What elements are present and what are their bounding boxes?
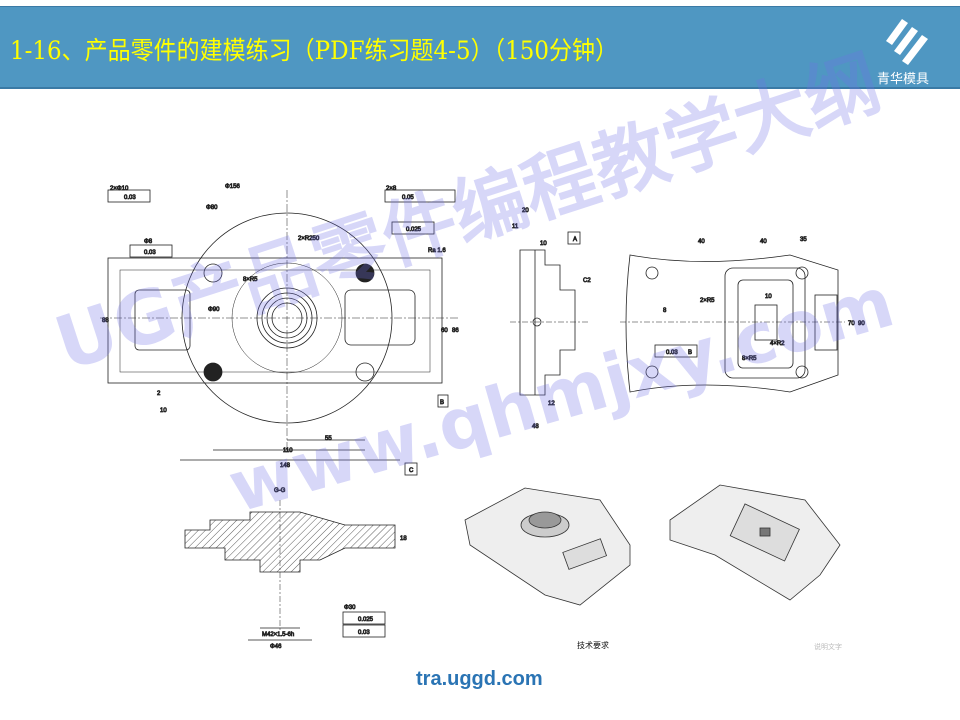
dim-tol-pos: 0.03 — [124, 195, 136, 201]
dim-tol-pos2: 0.05 — [402, 195, 414, 201]
right-dim-90: 90 — [858, 321, 865, 327]
right-r2: 4×R2 — [770, 341, 785, 347]
side-dim-48: 48 — [532, 424, 539, 430]
logo-text: 青华模具 — [876, 72, 929, 87]
right-dim-40a: 40 — [698, 239, 705, 245]
right-dim-40b: 40 — [760, 239, 767, 245]
faint-caption: 说明文字 — [814, 643, 842, 651]
dim-perp: 0.025 — [406, 227, 422, 233]
dim-10: 10 — [160, 408, 167, 414]
dim-outer-dia: Φ156 — [225, 184, 240, 190]
side-dim-20: 20 — [522, 208, 529, 214]
dim-phi8: Φ8 — [144, 239, 153, 245]
main-view: 2×Φ10 0.03 Φ156 Φ80 Φ90 8×R5 2×8 0.05 0.… — [100, 184, 460, 476]
dim-60: 60 — [441, 328, 448, 334]
side-view: 20 11 10 A C2 12 48 — [510, 208, 592, 430]
dim-148: 148 — [280, 463, 291, 469]
dim-sym: 0.03 — [144, 250, 156, 256]
dim-88: 88 — [102, 318, 109, 324]
footer-site-link[interactable]: tra.uggd.com — [416, 668, 543, 690]
right-view: 40 40 35 2×R5 4×R2 8×R5 10 90 70 0.03 B … — [620, 237, 866, 393]
datum-c: C — [409, 468, 414, 474]
dim-110: 110 — [283, 448, 293, 454]
title-bar: 1-16、产品零件的建模练习（PDF练习题4-5）（150分钟） 青华模具 — [0, 6, 960, 89]
dim-radius: 2×R250 — [298, 236, 320, 242]
side-dim-10: 10 — [540, 241, 547, 247]
technical-requirements-caption: 技术要求 — [577, 641, 609, 650]
side-dim-11: 11 — [512, 224, 519, 230]
side-datum-a: A — [573, 237, 577, 243]
right-datum: B — [688, 350, 692, 356]
slide-title: 1-16、产品零件的建模练习（PDF练习题4-5）（150分钟） — [10, 36, 618, 65]
section-d46: Φ46 — [270, 644, 282, 650]
side-c2: C2 — [583, 278, 591, 284]
section-title: G-G — [274, 488, 286, 494]
render-3d-front — [464, 487, 631, 606]
roughness: Ra 1.6 — [428, 248, 446, 254]
right-dim-8: 8 — [663, 308, 667, 314]
logo-stripes-icon — [886, 19, 928, 65]
right-dim-35: 35 — [800, 237, 807, 243]
dim-inner-dia: Φ90 — [208, 307, 220, 313]
dim-hole-pos: 2×Φ10 — [110, 186, 129, 192]
dim-86: 86 — [452, 328, 459, 334]
dim-r8: 8×R5 — [243, 277, 258, 283]
render-3d-back — [669, 484, 841, 601]
section-view: G-G M42×1.5-6h Φ46 Φ30 0.025 0.03 18 — [184, 488, 408, 650]
dim-55: 55 — [325, 436, 332, 442]
dim-hole-pos2: 2×8 — [386, 186, 397, 192]
right-dim-70: 70 — [848, 321, 855, 327]
section-d30: Φ30 — [344, 605, 356, 611]
right-tol: 0.03 — [666, 350, 678, 356]
side-dim-12: 12 — [548, 401, 555, 407]
dim-bore: Φ80 — [206, 205, 218, 211]
section-thread: M42×1.5-6h — [262, 632, 294, 638]
dim-2: 2 — [157, 391, 161, 397]
right-dim-10: 10 — [765, 294, 772, 300]
right-r5b: 8×R5 — [742, 356, 757, 362]
company-logo: 青华模具 — [868, 15, 938, 87]
section-d18: 18 — [400, 536, 407, 542]
section-tol1: 0.025 — [358, 617, 374, 623]
datum-b: B — [440, 400, 444, 406]
right-r5: 2×R5 — [700, 298, 715, 304]
section-tol2: 0.03 — [358, 630, 370, 636]
